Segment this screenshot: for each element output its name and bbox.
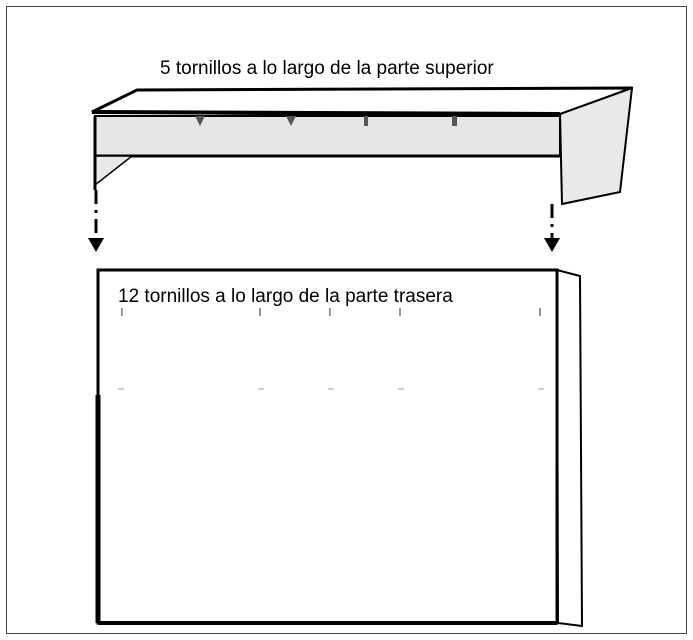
screw-mark [195,116,205,126]
arrow-down-icon [544,238,560,252]
screw-mark [452,116,457,126]
screw-row-top [121,308,541,316]
top-screws-label: 5 tornillos a lo largo de la parte super… [160,58,494,79]
left-guide [88,190,104,252]
screw-row-middle [118,388,544,390]
back-screws-label: 12 tornillos a lo largo de la parte tras… [118,286,453,307]
screw-mark [364,116,368,126]
right-guide [544,204,560,252]
screw-mark [286,116,296,126]
back-panel-side [555,268,584,628]
back-panel [95,268,584,628]
top-shelf-front-face [94,115,561,157]
top-shelf-left-end [94,155,135,187]
arrow-down-icon [88,238,104,252]
back-panel-face [96,268,559,625]
top-shelf [91,86,634,206]
top-shelf-end-face [558,86,634,206]
